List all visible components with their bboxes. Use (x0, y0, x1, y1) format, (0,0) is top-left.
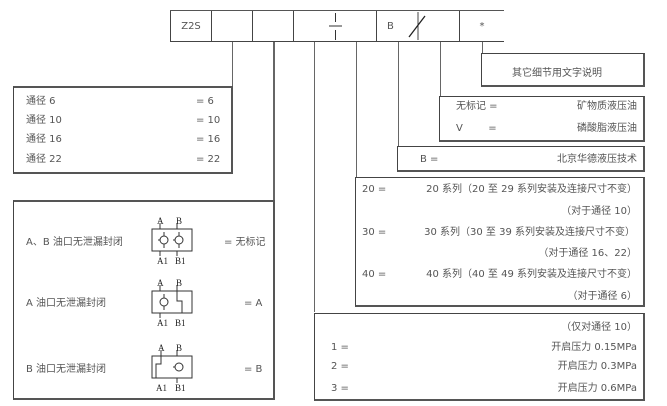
brand-box: B = 北京华德液压技术 (397, 146, 645, 172)
sealing-value-0: = 无标记 (224, 237, 266, 248)
dash-separator-icon (329, 13, 342, 40)
series-key-0: 20 = (362, 184, 387, 195)
port-a1-label: A1 (157, 256, 168, 266)
series-value-2: 40 系列（40 至 49 系列安装及连接尺寸不变） (426, 269, 637, 280)
leader-pressure (440, 42, 441, 98)
leader-series (356, 42, 357, 178)
detail-description-label: 其它细节用文字说明 (512, 68, 602, 79)
size-value-2: = 16 (196, 134, 221, 145)
code-cell-size (212, 10, 253, 42)
size-label-0: 通径 6 (26, 96, 56, 107)
sealing-label-0: A、B 油口无泄漏封闭 (26, 237, 123, 248)
pressure-value-0: 开启压力 0.15MPa (551, 342, 637, 353)
fluid-value-1: 磷酸脂液压油 (577, 123, 637, 134)
code-cell-other: * (460, 10, 504, 42)
code-cell-sealing (253, 10, 294, 42)
port-a1-label: A1 (157, 318, 168, 328)
pressure-header: （仅对通径 10） (561, 322, 637, 333)
leader-other (482, 42, 483, 54)
port-b1-label: B1 (175, 318, 186, 328)
series-value-0: 20 系列（20 至 29 系列安装及连接尺寸不变） (426, 184, 637, 195)
detail-description-box: 其它细节用文字说明 (481, 53, 645, 87)
check-valve-a-icon (159, 297, 169, 307)
size-value-3: = 22 (196, 154, 221, 165)
b-check-valve-symbol: A B A1 B1 (151, 343, 193, 393)
size-box: 通径 6 = 6 通径 10 = 10 通径 16 = 16 通径 22 = 2… (13, 86, 233, 174)
pressure-value-2: 开启压力 0.6MPa (557, 383, 637, 394)
brand-value: 北京华德液压技术 (557, 154, 637, 165)
fluid-box: 无标记 = 矿物质液压油 V = 磷酸脂液压油 (439, 96, 645, 142)
fluid-value-0: 矿物质液压油 (577, 101, 637, 112)
leader-size (232, 42, 233, 86)
port-a-label: A (157, 278, 164, 288)
code-cell-model: Z2S (171, 10, 212, 42)
size-label-2: 通径 16 (26, 134, 62, 145)
port-b1-label: B1 (175, 383, 186, 393)
port-a1-label: A1 (156, 383, 167, 393)
slash-separator-icon (408, 12, 426, 40)
leader-brand (398, 42, 399, 148)
fluid-key-0: 无标记 = (456, 101, 498, 112)
size-value-0: = 6 (196, 96, 214, 107)
series-box: 20 = 20 系列（20 至 29 系列安装及连接尺寸不变） （对于通径 10… (355, 177, 645, 307)
model-prefix: Z2S (181, 20, 201, 32)
brand-key: B = (420, 154, 439, 165)
leader-series-left (314, 42, 315, 312)
code-row-top-border (170, 10, 504, 11)
port-a-label: A (158, 343, 165, 353)
fluid-key-1: V = (456, 123, 497, 134)
series-note-0: （对于通径 10） (561, 206, 637, 217)
pressure-key-1: 2 = (331, 361, 349, 372)
port-b1-label: B1 (175, 256, 186, 266)
sealing-label-2: B 油口无泄漏封闭 (26, 364, 107, 375)
a-check-valve-symbol: A B A1 B1 (151, 278, 193, 328)
pressure-box: （仅对通径 10） 1 = 开启压力 0.15MPa 2 = 开启压力 0.3M… (314, 313, 645, 401)
port-a-label: A (157, 216, 164, 226)
sealing-value-2: = B (244, 364, 263, 375)
check-valve-a-icon (159, 235, 169, 245)
brand-code: B (387, 20, 394, 32)
pressure-key-2: 3 = (331, 383, 349, 394)
check-valve-b-icon (174, 362, 184, 372)
pressure-key-0: 1 = (331, 342, 349, 353)
size-value-1: = 10 (196, 115, 221, 126)
port-b-label: B (176, 343, 182, 353)
code-cell-series (294, 10, 377, 42)
series-note-1: （对于通径 16、22） (538, 248, 637, 259)
sealing-box: A、B 油口无泄漏封闭 = 无标记 A 油口无泄漏封闭 = A B 油口无泄漏封… (13, 200, 275, 400)
open-passage-b-icon (176, 285, 183, 313)
series-key-1: 30 = (362, 227, 387, 238)
check-valve-b-icon (174, 235, 184, 245)
series-note-2: （对于通径 6） (567, 291, 637, 302)
size-label-3: 通径 22 (26, 154, 62, 165)
both-check-valve-symbol: A B A1 B1 (151, 216, 193, 266)
pressure-value-1: 开启压力 0.3MPa (557, 361, 637, 372)
open-passage-a-icon (155, 350, 162, 378)
series-key-2: 40 = (362, 269, 387, 280)
leader-sealing (273, 42, 275, 200)
sealing-label-1: A 油口无泄漏封闭 (26, 298, 107, 309)
series-value-1: 30 系列（30 至 39 系列安装及连接尺寸不变） (424, 227, 635, 238)
asterisk-code: * (479, 20, 485, 32)
port-b-label: B (176, 216, 182, 226)
sealing-value-1: = A (244, 298, 263, 309)
size-label-1: 通径 10 (26, 115, 62, 126)
port-b-label: B (176, 278, 182, 288)
code-cell-brand-pressure: B (377, 10, 460, 42)
